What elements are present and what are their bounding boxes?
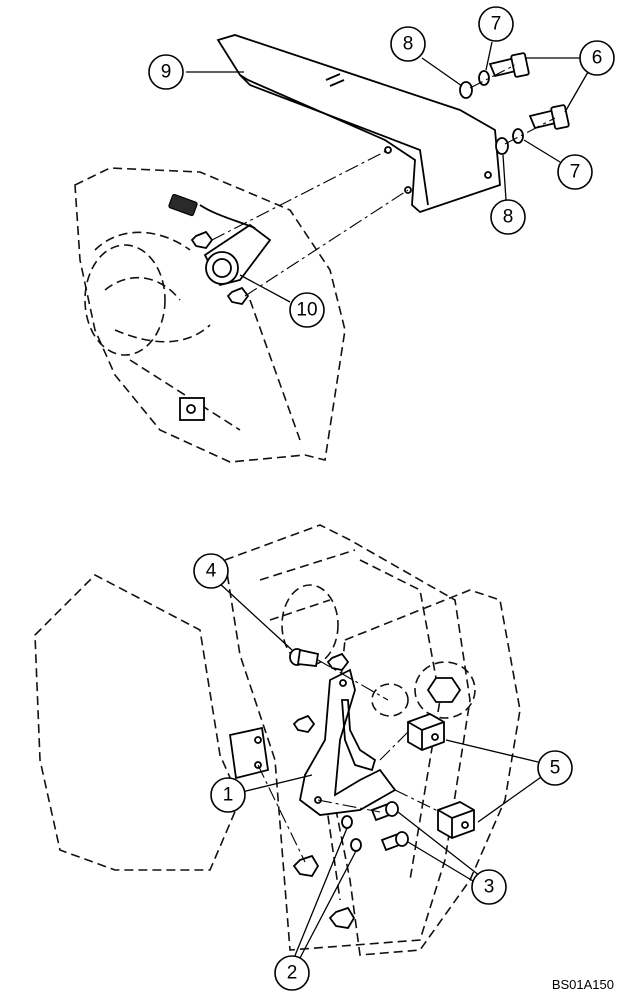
svg-text:5: 5 bbox=[550, 758, 561, 779]
lock-washer-upper bbox=[478, 70, 490, 86]
leader-8a bbox=[421, 57, 463, 87]
bolt-3b bbox=[380, 831, 409, 852]
loader-arm-inner-upper bbox=[94, 231, 301, 441]
svg-text:8: 8 bbox=[503, 207, 514, 228]
target-block-lower bbox=[437, 801, 475, 839]
shield-slot-2 bbox=[329, 79, 345, 87]
leader-10 bbox=[239, 274, 291, 303]
callout-9: 9 bbox=[148, 54, 184, 90]
arm-tower-inner-lower bbox=[259, 549, 441, 901]
upper-assembly bbox=[74, 34, 589, 463]
arm-tower-lower bbox=[224, 524, 471, 951]
leader-3a bbox=[397, 811, 481, 877]
bracket-cutout bbox=[341, 699, 377, 772]
bolt-lower bbox=[528, 104, 570, 130]
leader-3b bbox=[407, 841, 479, 885]
svg-text:9: 9 bbox=[161, 62, 172, 83]
svg-text:7: 7 bbox=[570, 162, 581, 183]
svg-text:1: 1 bbox=[223, 785, 234, 806]
hex-nut-top-lower bbox=[326, 652, 350, 671]
flat-washer-upper bbox=[459, 81, 473, 99]
callout-10: 10 bbox=[289, 292, 325, 328]
hex-nut-upper-1 bbox=[190, 230, 214, 249]
leader-7a bbox=[485, 41, 493, 71]
assembly-line-lower-4 bbox=[317, 799, 381, 813]
leader-7b bbox=[523, 139, 561, 163]
pivot-cap-lower bbox=[414, 661, 476, 719]
svg-text:3: 3 bbox=[484, 877, 495, 898]
bolt-upper bbox=[488, 52, 530, 78]
lower-assembly bbox=[34, 524, 545, 959]
bolt-3a bbox=[370, 801, 399, 822]
washer-2a bbox=[341, 815, 353, 829]
drawing-code-label: BS01A150 bbox=[551, 977, 614, 992]
assembly-line-lower-5 bbox=[257, 764, 306, 863]
svg-text:4: 4 bbox=[206, 561, 217, 582]
sensor-bracket bbox=[299, 668, 397, 816]
assembly-line-lower-3 bbox=[379, 729, 411, 761]
hex-nut-bracket bbox=[292, 714, 316, 733]
bracket-hole-1 bbox=[339, 679, 347, 687]
target-block-upper bbox=[407, 713, 445, 751]
svg-text:6: 6 bbox=[592, 48, 603, 69]
pivot-hex-bolt bbox=[426, 677, 462, 703]
pivot-boss-upper bbox=[84, 244, 166, 356]
callout-3: 3 bbox=[471, 869, 507, 905]
callout-8-bottom: 8 bbox=[490, 199, 526, 235]
svg-text:2: 2 bbox=[287, 963, 298, 984]
callout-6: 6 bbox=[579, 40, 615, 76]
loader-arm-outline-upper bbox=[74, 167, 346, 463]
callout-7-top: 7 bbox=[478, 6, 514, 42]
leader-2a bbox=[293, 827, 348, 959]
assembly-line-upper-2 bbox=[244, 189, 409, 297]
position-sensor bbox=[168, 193, 272, 287]
loader-arm-outline-lower bbox=[34, 574, 241, 871]
pivot-boss-lower bbox=[281, 584, 339, 666]
leader-4 bbox=[217, 581, 293, 651]
hex-nut-lower-2 bbox=[328, 906, 356, 929]
svg-text:8: 8 bbox=[403, 34, 414, 55]
assembly-line-lower-2 bbox=[394, 789, 441, 813]
arm-tab-hole bbox=[186, 404, 196, 414]
callout-2: 2 bbox=[274, 955, 310, 991]
leader-6b bbox=[564, 71, 589, 113]
assembly-line-upper-3 bbox=[469, 64, 516, 89]
callout-4: 4 bbox=[193, 553, 229, 589]
leader-8b bbox=[502, 154, 507, 201]
callout-5: 5 bbox=[537, 750, 573, 786]
leader-5a bbox=[445, 739, 539, 763]
shield-plate bbox=[216, 34, 501, 214]
pivot-pin-lower bbox=[371, 683, 409, 717]
shield-plate-edge bbox=[239, 74, 429, 206]
leader-1 bbox=[241, 774, 313, 793]
hex-nut-lower-1 bbox=[292, 854, 320, 877]
washer-2b bbox=[350, 838, 362, 852]
flat-washer-lower bbox=[495, 137, 509, 155]
lock-washer-lower bbox=[512, 128, 524, 144]
side-block bbox=[228, 726, 270, 780]
leader-2b bbox=[299, 850, 357, 959]
callout-8-top: 8 bbox=[390, 26, 426, 62]
assembly-line-lower-1 bbox=[317, 659, 389, 701]
svg-text:10: 10 bbox=[296, 300, 317, 321]
hex-nut-upper-2 bbox=[226, 286, 250, 305]
shield-hole-3 bbox=[484, 171, 492, 179]
side-block-hole-1 bbox=[254, 736, 262, 744]
assembly-line-upper-4 bbox=[504, 117, 556, 145]
shield-slot-1 bbox=[325, 73, 341, 81]
callout-7-bottom: 7 bbox=[557, 154, 593, 190]
callout-1: 1 bbox=[210, 777, 246, 813]
leader-5b bbox=[477, 774, 545, 823]
assembly-line-upper-1 bbox=[211, 149, 389, 241]
bolt-4 bbox=[289, 648, 320, 667]
svg-text:7: 7 bbox=[491, 14, 502, 35]
mounting-plate-lower bbox=[329, 589, 521, 956]
shield-hole-1 bbox=[384, 146, 392, 154]
